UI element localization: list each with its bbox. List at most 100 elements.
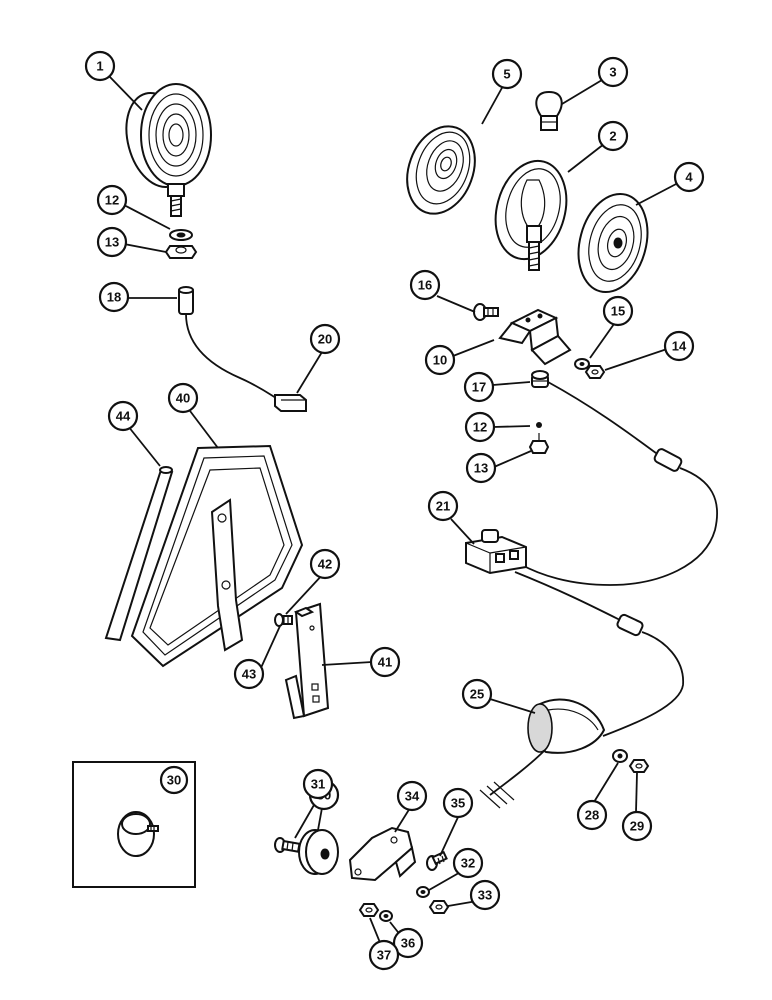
- tail-lamp: [527, 698, 606, 754]
- svg-text:37: 37: [377, 948, 391, 963]
- work-lamp: [125, 83, 212, 217]
- svg-text:31: 31: [311, 777, 325, 792]
- callout-15: 15: [602, 295, 634, 327]
- hex-nut: [528, 440, 550, 454]
- callout-35: 35: [442, 787, 474, 819]
- hex-nut: [584, 365, 606, 379]
- callout-42: 42: [309, 548, 341, 580]
- hex-nut: [628, 759, 650, 773]
- callout-32: 32: [452, 847, 484, 879]
- svg-text:43: 43: [242, 667, 256, 682]
- svg-text:28: 28: [585, 808, 599, 823]
- smv-emblem-assembly: [104, 444, 330, 720]
- hex-nut: [164, 245, 198, 259]
- emblem-bracket: [284, 602, 330, 720]
- reflector-mount-hardware: [274, 826, 450, 922]
- svg-text:5: 5: [503, 67, 510, 82]
- callout-14: 14: [663, 330, 695, 362]
- screw: [274, 837, 301, 853]
- reflector-disc: [298, 829, 339, 875]
- svg-text:36: 36: [401, 936, 415, 951]
- svg-text:13: 13: [105, 235, 119, 250]
- lock-washer: [536, 422, 542, 428]
- svg-text:12: 12: [105, 193, 119, 208]
- svg-text:2: 2: [609, 129, 616, 144]
- callout-1: 1: [84, 50, 116, 82]
- lamp-housing: [494, 159, 568, 271]
- screw: [426, 850, 448, 871]
- callout-25: 25: [461, 678, 493, 710]
- callout-30-inset: 30: [159, 765, 189, 795]
- grommet: [531, 370, 549, 388]
- svg-text:18: 18: [107, 290, 121, 305]
- callout-28: 28: [576, 799, 608, 831]
- callout-37: 37: [368, 939, 400, 971]
- callout-34: 34: [396, 780, 428, 812]
- callout-44: 44: [107, 400, 139, 432]
- lamp-bracket-assembly: [473, 303, 606, 454]
- callout-18: 18: [98, 281, 130, 313]
- callout-3: 3: [597, 56, 629, 88]
- reflector-inset: [72, 761, 196, 888]
- callout-12-b: 12: [464, 411, 496, 443]
- svg-text:20: 20: [318, 332, 332, 347]
- work-lamp-assembly: [125, 83, 307, 412]
- connector-plug: [274, 394, 307, 412]
- callout-20: 20: [309, 323, 341, 355]
- svg-text:10: 10: [433, 353, 447, 368]
- callout-10: 10: [424, 344, 456, 376]
- svg-text:32: 32: [461, 856, 475, 871]
- svg-text:35: 35: [451, 796, 465, 811]
- callout-16: 16: [409, 269, 441, 301]
- svg-text:41: 41: [378, 655, 392, 670]
- reflector-bracket: [348, 826, 417, 882]
- callout-40: 40: [167, 382, 199, 414]
- amber-lens: [577, 192, 649, 294]
- callout-36: 36: [392, 927, 424, 959]
- callout-33: 33: [469, 879, 501, 911]
- callout-31: 31: [302, 768, 334, 800]
- callout-29: 29: [621, 810, 653, 842]
- svg-text:4: 4: [685, 170, 693, 185]
- callout-12: 12: [96, 184, 128, 216]
- callout-2: 2: [597, 120, 629, 152]
- callout-13-b: 13: [465, 452, 497, 484]
- svg-text:42: 42: [318, 557, 332, 572]
- lamp-lens: [406, 125, 476, 215]
- svg-text:44: 44: [116, 409, 131, 424]
- svg-text:3: 3: [609, 65, 616, 80]
- svg-text:17: 17: [472, 380, 486, 395]
- screw: [473, 303, 499, 321]
- callout-21: 21: [427, 490, 459, 522]
- svg-text:30: 30: [167, 773, 181, 788]
- bulb: [535, 90, 563, 131]
- callout-4: 4: [673, 161, 705, 193]
- svg-text:16: 16: [418, 278, 432, 293]
- callout-41: 41: [369, 646, 401, 678]
- callout-43: 43: [233, 658, 265, 690]
- screw: [274, 613, 293, 627]
- smv-emblem: [130, 444, 304, 668]
- reflector: [117, 811, 159, 857]
- svg-text:1: 1: [96, 59, 103, 74]
- callout-5: 5: [491, 58, 523, 90]
- wire-connector: [465, 529, 527, 575]
- bracket: [498, 308, 572, 366]
- svg-text:13: 13: [474, 461, 488, 476]
- hex-nut: [358, 903, 380, 917]
- side-lamp-assembly: [406, 90, 649, 294]
- svg-text:29: 29: [630, 819, 644, 834]
- svg-text:34: 34: [405, 789, 420, 804]
- hex-nut: [428, 900, 450, 914]
- svg-text:21: 21: [436, 499, 450, 514]
- svg-text:14: 14: [672, 339, 687, 354]
- callout-17: 17: [463, 371, 495, 403]
- svg-text:40: 40: [176, 391, 190, 406]
- svg-text:15: 15: [611, 304, 625, 319]
- wiring-harness: [465, 381, 719, 809]
- svg-text:25: 25: [470, 687, 484, 702]
- svg-text:12: 12: [473, 420, 487, 435]
- mounting-rod: [104, 466, 174, 642]
- callout-13: 13: [96, 226, 128, 258]
